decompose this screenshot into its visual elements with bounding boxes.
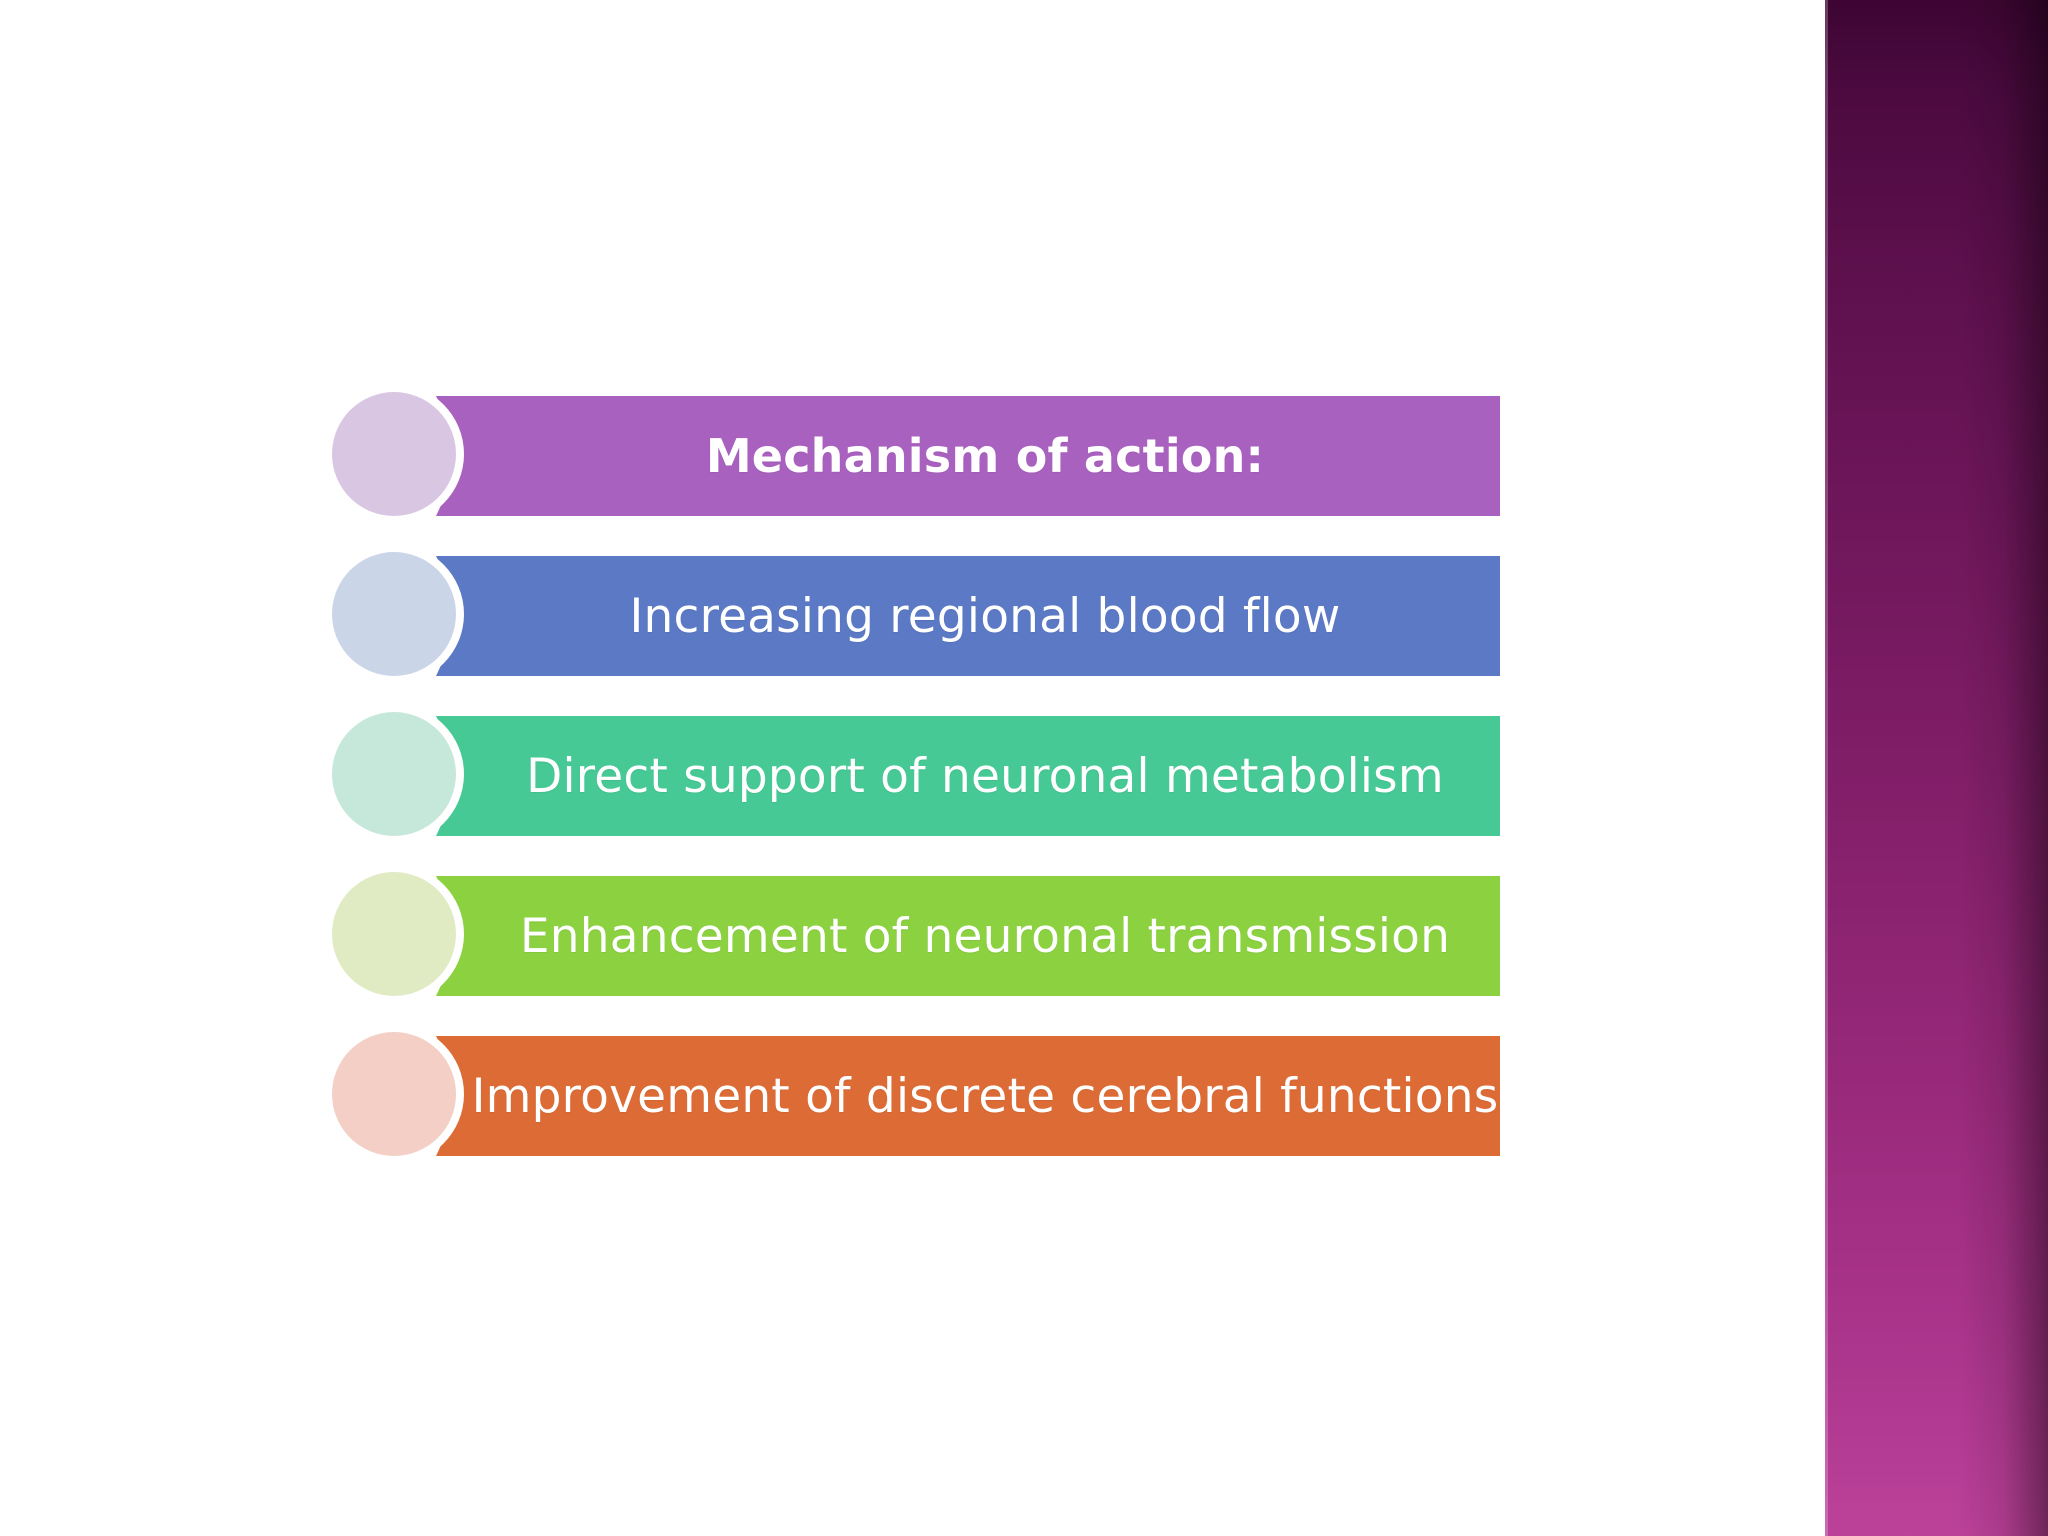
chevron-circle-badge bbox=[332, 712, 456, 836]
chevron-label: Mechanism of action: bbox=[705, 429, 1265, 483]
chevron-list: Mechanism of action: Increasing regional … bbox=[0, 392, 1600, 1156]
decorative-side-strip bbox=[1825, 0, 2048, 1536]
chevron-bar[interactable]: Increasing regional blood flow bbox=[436, 556, 1500, 676]
chevron-label: Improvement of discrete cerebral functio… bbox=[471, 1068, 1499, 1124]
side-strip-vertical-gradient bbox=[1825, 0, 2048, 1536]
side-strip-horizontal-shade bbox=[1825, 0, 2048, 1536]
chevron-row[interactable]: Enhancement of neuronal transmission bbox=[0, 872, 1600, 996]
chevron-circle-badge bbox=[332, 872, 456, 996]
chevron-bar[interactable]: Enhancement of neuronal transmission bbox=[436, 876, 1500, 996]
chevron-label: Increasing regional blood flow bbox=[629, 588, 1341, 644]
side-strip-left-highlight bbox=[1825, 0, 1828, 1536]
chevron-row[interactable]: Mechanism of action: bbox=[0, 392, 1600, 516]
chevron-row[interactable]: Direct support of neuronal metabolism bbox=[0, 712, 1600, 836]
chevron-bar[interactable]: Mechanism of action: bbox=[436, 396, 1500, 516]
chevron-row[interactable]: Increasing regional blood flow bbox=[0, 552, 1600, 676]
chevron-label: Enhancement of neuronal transmission bbox=[519, 908, 1451, 964]
chevron-circle-badge bbox=[332, 552, 456, 676]
chevron-circle-badge bbox=[332, 1032, 456, 1156]
chevron-row[interactable]: Improvement of discrete cerebral functio… bbox=[0, 1032, 1600, 1156]
chevron-label: Direct support of neuronal metabolism bbox=[526, 748, 1444, 804]
chevron-bar[interactable]: Direct support of neuronal metabolism bbox=[436, 716, 1500, 836]
chevron-circle-badge bbox=[332, 392, 456, 516]
chevron-bar[interactable]: Improvement of discrete cerebral functio… bbox=[436, 1036, 1500, 1156]
